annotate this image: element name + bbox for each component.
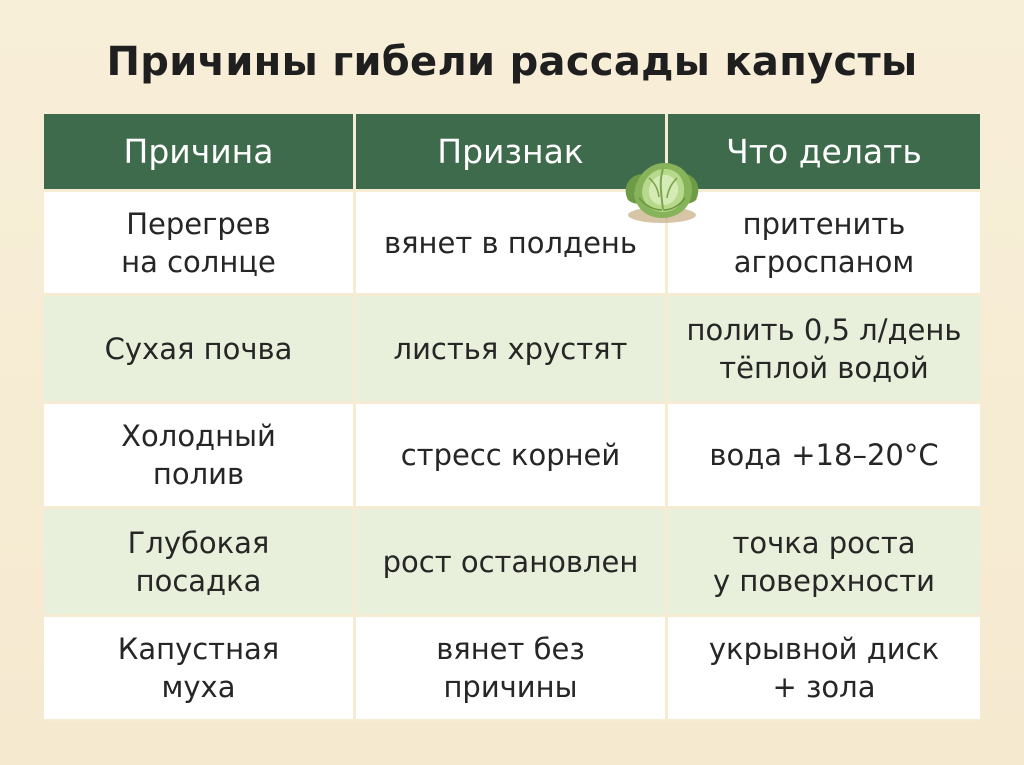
table-cell-sign: рост остановлен xyxy=(356,509,668,617)
table-cell-action: укрывной диск + зола xyxy=(668,617,980,722)
cell-text: вянет без причины xyxy=(436,632,585,704)
table-cell-cause: Капустная муха xyxy=(44,617,356,722)
table-cell-cause: Сухая почва xyxy=(44,296,356,404)
cell-text: стресс корней xyxy=(400,438,621,472)
cell-text: Глубокая посадка xyxy=(127,525,270,598)
table-cell-cause: Глубокая посадка xyxy=(44,509,356,617)
table-cell-sign: вянет в полдень xyxy=(356,192,668,296)
table-cell-sign: вянет без причины xyxy=(356,617,668,722)
cell-text: Капустная муха xyxy=(117,632,280,704)
table-cell-cause: Холодный полив xyxy=(44,404,356,509)
cell-text: листья хрустят xyxy=(393,331,628,366)
cell-text: вянет в полдень xyxy=(384,225,637,260)
causes-table: Причина Признак Что делать Перегрев на с… xyxy=(44,114,980,722)
table-cell-action: притенить агроспаном xyxy=(668,192,980,296)
table-cell-action: точка роста у поверхности xyxy=(668,509,980,617)
cell-text: укрывной диск + зола xyxy=(708,632,940,704)
cabbage-icon xyxy=(618,152,706,228)
cell-text: рост остановлен xyxy=(382,544,639,579)
cell-text: Холодный полив xyxy=(121,419,276,491)
table-cell-action: вода +18–20°C xyxy=(668,404,980,509)
header-label-cause: Причина xyxy=(123,131,274,171)
table-header-cell: Что делать xyxy=(668,114,980,192)
cell-text: притенить агроспаном xyxy=(733,206,915,279)
table-cell-sign: стресс корней xyxy=(356,404,668,509)
cell-text: Перегрев на солнце xyxy=(121,206,276,279)
header-label-sign: Признак xyxy=(437,131,584,171)
cell-text: Сухая почва xyxy=(104,331,293,366)
header-label-action: Что делать xyxy=(726,131,922,171)
table-cell-sign: листья хрустят xyxy=(356,296,668,404)
cell-text: полить 0,5 л/день тёплой водой xyxy=(686,312,962,385)
cell-text: вода +18–20°C xyxy=(709,438,939,472)
table-cell-action: полить 0,5 л/день тёплой водой xyxy=(668,296,980,404)
cell-text: точка роста у поверхности xyxy=(713,525,935,598)
table-cell-cause: Перегрев на солнце xyxy=(44,192,356,296)
page-title: Причины гибели рассады капусты xyxy=(106,39,918,85)
table-header-cell: Признак xyxy=(356,114,668,192)
table-header-cell: Причина xyxy=(44,114,356,192)
